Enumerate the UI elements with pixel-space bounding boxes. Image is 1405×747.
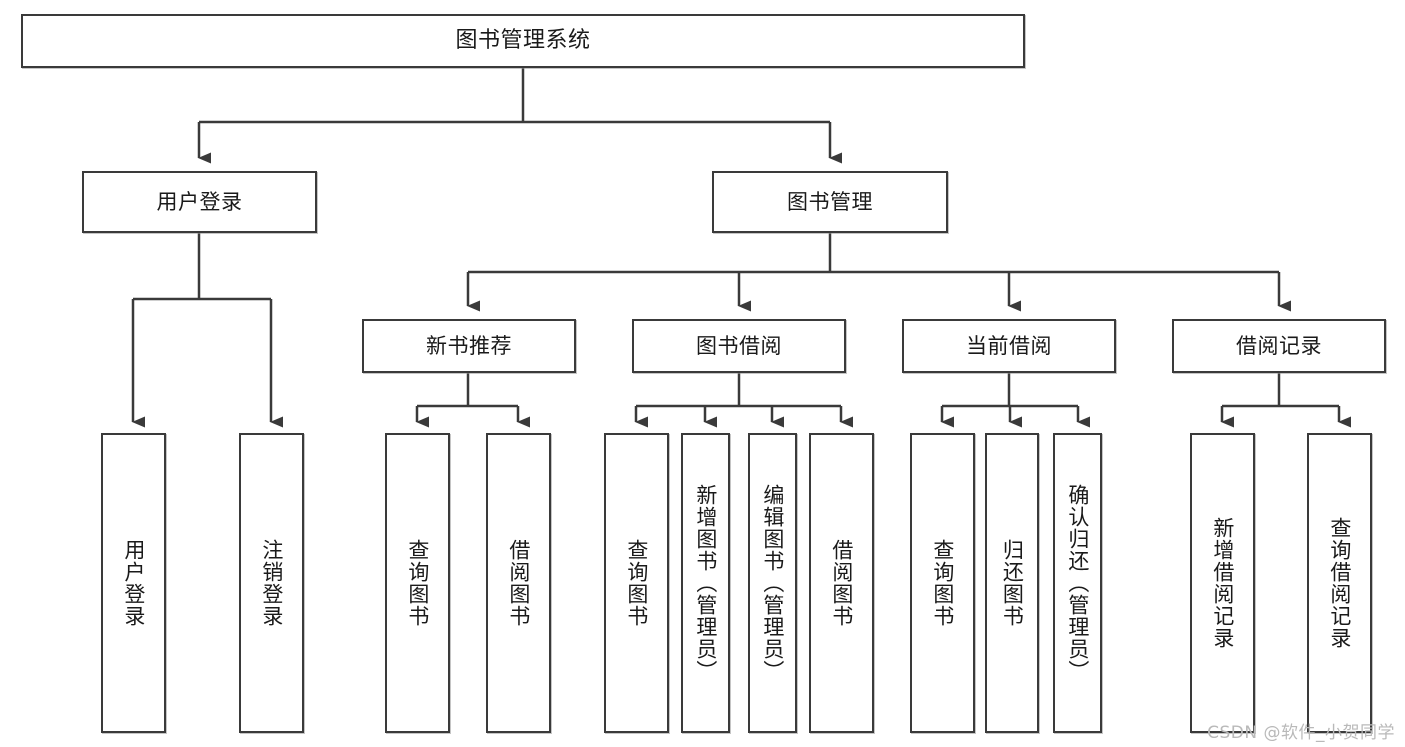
node-new-book-recommend[interactable]: 新书推荐 bbox=[362, 319, 576, 373]
node-book-management[interactable]: 图书管理 bbox=[712, 171, 948, 233]
node-label: 用户登录 bbox=[121, 539, 146, 627]
node-borrow-record[interactable]: 借阅记录 bbox=[1172, 319, 1386, 373]
node-label: 借阅图书 bbox=[829, 539, 854, 627]
node-current-borrow[interactable]: 当前借阅 bbox=[902, 319, 1116, 373]
node-label: 用户登录 bbox=[156, 189, 243, 214]
leaf-record-query-record[interactable]: 查询借阅记录 bbox=[1307, 433, 1372, 733]
leaf-borrow-borrow-book[interactable]: 借阅图书 bbox=[809, 433, 874, 733]
node-label: 图书管理系统 bbox=[455, 27, 591, 53]
node-book-borrow[interactable]: 图书借阅 bbox=[632, 319, 846, 373]
node-label: 新增图书（管理员） bbox=[693, 484, 718, 682]
leaf-borrow-edit-book-admin[interactable]: 编辑图书（管理员） bbox=[748, 433, 797, 733]
node-label: 图书管理 bbox=[787, 189, 873, 214]
watermark-text: CSDN @软件_小贺同学 bbox=[1207, 723, 1395, 743]
node-label: 新书推荐 bbox=[426, 333, 512, 358]
leaf-new-book-query[interactable]: 查询图书 bbox=[385, 433, 450, 733]
leaf-user-login-login[interactable]: 用户登录 bbox=[101, 433, 166, 733]
node-label: 确认归还（管理员） bbox=[1065, 484, 1090, 682]
leaf-borrow-query-book[interactable]: 查询图书 bbox=[604, 433, 669, 733]
node-label: 借阅图书 bbox=[506, 539, 531, 627]
leaf-current-confirm-return-admin[interactable]: 确认归还（管理员） bbox=[1053, 433, 1102, 733]
leaf-user-login-logout[interactable]: 注销登录 bbox=[239, 433, 304, 733]
node-label: 编辑图书（管理员） bbox=[760, 484, 785, 682]
node-root-system[interactable]: 图书管理系统 bbox=[21, 14, 1025, 68]
node-label: 新增借阅记录 bbox=[1210, 517, 1235, 649]
node-label: 借阅记录 bbox=[1236, 333, 1322, 358]
node-label: 查询图书 bbox=[405, 539, 430, 627]
node-label: 图书借阅 bbox=[696, 333, 782, 358]
node-label: 当前借阅 bbox=[966, 333, 1052, 358]
node-label: 注销登录 bbox=[259, 539, 284, 627]
leaf-current-return-book[interactable]: 归还图书 bbox=[985, 433, 1039, 733]
leaf-current-query-book[interactable]: 查询图书 bbox=[910, 433, 975, 733]
node-label: 查询图书 bbox=[930, 539, 955, 627]
leaf-borrow-add-book-admin[interactable]: 新增图书（管理员） bbox=[681, 433, 730, 733]
node-label: 查询借阅记录 bbox=[1327, 517, 1352, 649]
node-user-login[interactable]: 用户登录 bbox=[82, 171, 317, 233]
node-label: 查询图书 bbox=[624, 539, 649, 627]
leaf-new-book-borrow[interactable]: 借阅图书 bbox=[486, 433, 551, 733]
node-label: 归还图书 bbox=[1000, 539, 1025, 627]
leaf-record-add-record[interactable]: 新增借阅记录 bbox=[1190, 433, 1255, 733]
